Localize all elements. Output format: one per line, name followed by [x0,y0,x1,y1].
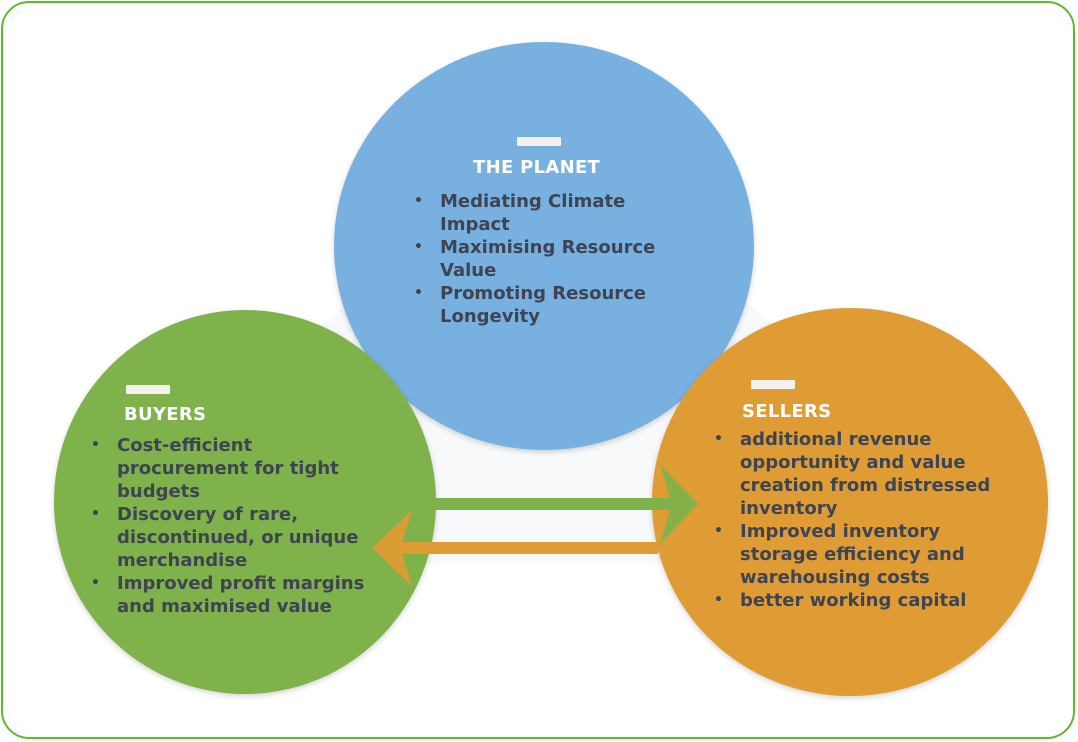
buyers-tag-bar [126,385,170,394]
sellers-title: SELLERS [742,401,832,422]
sellers-item: better working capital [712,589,1010,612]
planet-item: Promoting Resource Longevity [412,282,692,328]
buyers-item: Discovery of rare, discontinued, or uniq… [89,503,389,572]
orange-arrow-to-buyers [372,510,658,586]
sellers-item: Improved inventory storage efficiency an… [712,520,1010,589]
buyers-title: BUYERS [124,404,207,425]
buyers-item: Cost-efficient procurement for tight bud… [89,434,389,503]
sellers-tag-bar [751,380,795,389]
planet-item: Mediating Climate Impact [412,190,692,236]
sellers-item: additional revenue opportunity and value… [712,428,1010,520]
green-arrow-to-sellers [434,464,698,544]
buyers-list: Cost-efficient procurement for tight bud… [89,434,389,618]
planet-list: Mediating Climate Impact Maximising Reso… [412,190,692,328]
planet-item: Maximising Resource Value [412,236,692,282]
sellers-list: additional revenue opportunity and value… [712,428,1010,612]
planet-title: THE PLANET [473,157,601,178]
buyers-item: Improved profit margins and maximised va… [89,572,389,618]
planet-tag-bar [517,137,561,146]
